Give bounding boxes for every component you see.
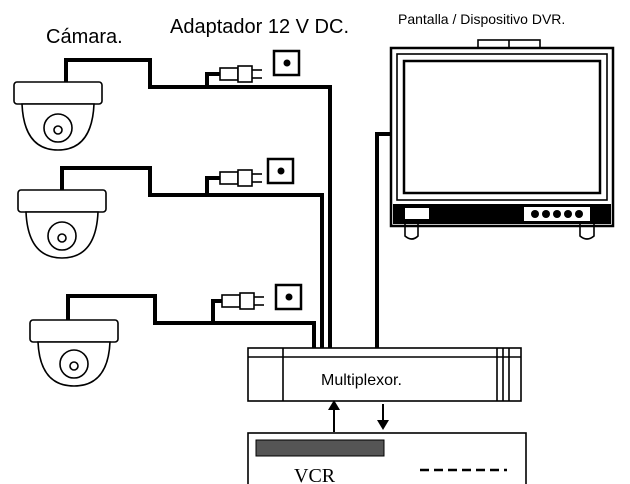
monitor-foot-left (404, 224, 419, 240)
monitor-cable (375, 132, 393, 348)
multiplexer-label: Multiplexor. (321, 372, 402, 389)
plug-icon (219, 169, 262, 187)
dome-camera-icon (17, 189, 107, 259)
camera-1-cable (64, 58, 332, 348)
camera-3-dome (37, 341, 111, 387)
adapter-1-plug-body (219, 67, 239, 81)
socket-icon (266, 157, 295, 185)
vcr-tape-slot (255, 439, 385, 457)
camera-2-cable (60, 166, 324, 348)
camera-1-dome (21, 103, 95, 151)
dome-camera-icon (29, 319, 119, 387)
socket-icon (274, 283, 303, 311)
monitor-button-3 (553, 210, 561, 218)
adapter-1-socket-hole (283, 59, 291, 67)
adapter-3-plug-body (221, 294, 241, 308)
camera-2-lens-center (57, 233, 67, 243)
monitor-foot-right (579, 224, 595, 240)
signal-arrows (328, 400, 389, 432)
monitor-power-button (405, 208, 429, 219)
dome-camera-icon (13, 81, 103, 151)
plug-icon (221, 292, 264, 310)
vcr-box: VCR (247, 432, 527, 484)
monitor-screen (402, 59, 602, 195)
camera-2-dome (25, 211, 99, 259)
monitor-button-4 (564, 210, 572, 218)
adapter-2-plug-head (237, 169, 253, 187)
socket-icon (272, 49, 301, 77)
adapter-1-plug-head (237, 65, 253, 83)
adapter-2-socket-hole (277, 167, 285, 175)
adapter-1-socket (272, 49, 301, 77)
camera-1-mount (13, 81, 103, 105)
camera-3-lens (59, 349, 89, 379)
camera-3-mount (29, 319, 119, 343)
plug-icon (219, 65, 262, 83)
camera-1-lens (43, 113, 73, 143)
adapter-2-plug-body (219, 171, 239, 185)
arrow-down-head (377, 420, 389, 430)
multiplexer-box: Multiplexor. (247, 347, 522, 402)
adapter-3-branch (211, 299, 222, 323)
display-label: Pantalla / Dispositivo DVR. (398, 11, 565, 27)
monitor-bezel (396, 53, 608, 201)
vcr-label: VCR (294, 465, 336, 484)
monitor-button-1 (531, 210, 539, 218)
camera-2-mount (17, 189, 107, 213)
adapter-1-branch (205, 72, 220, 87)
adapter-3-plug-head (239, 292, 255, 310)
adapter-3-socket-hole (285, 293, 293, 301)
camera-3-lens-center (69, 361, 79, 371)
camera-1-lens-center (53, 125, 63, 135)
camera-3-cable (66, 294, 316, 348)
monitor-icon (389, 39, 615, 240)
adapter-2-branch (205, 176, 220, 195)
camera-label: Cámara. (46, 26, 123, 48)
monitor-button-5 (575, 210, 583, 218)
arrow-up-head (328, 400, 340, 410)
wiring (60, 58, 393, 348)
camera-2-lens (47, 221, 77, 251)
monitor-button-2 (542, 210, 550, 218)
adapter-label: Adaptador 12 V DC. (170, 16, 349, 38)
